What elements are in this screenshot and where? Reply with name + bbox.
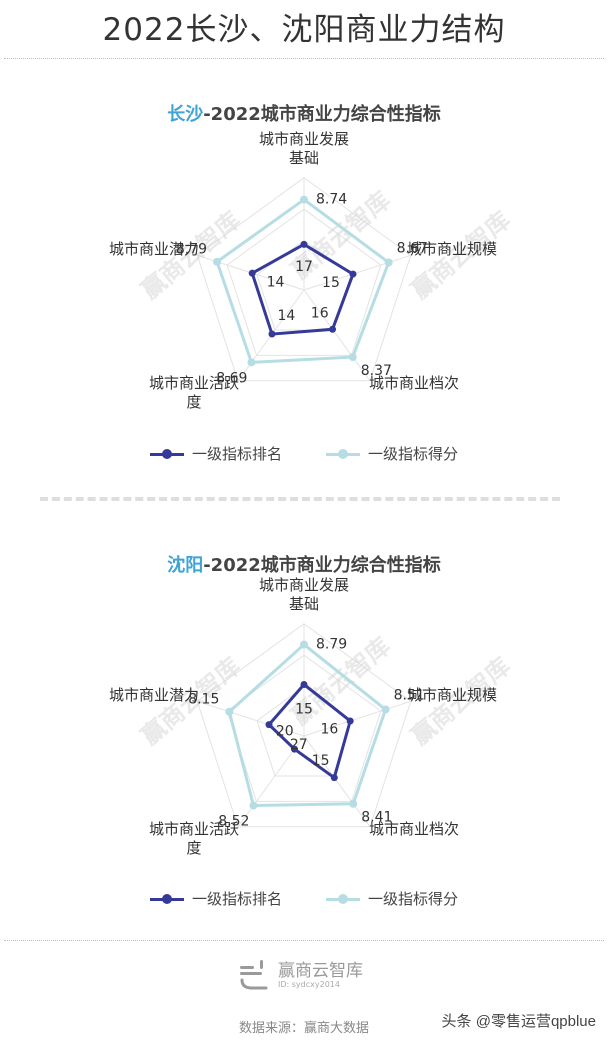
indicator-label-1: 城市商业规模 xyxy=(407,686,497,704)
score-point-1 xyxy=(384,258,393,267)
score-value-label-1: 8.51 xyxy=(394,687,425,703)
chart-title-text: -2022城市商业力综合性指标 xyxy=(203,555,441,576)
section-divider xyxy=(40,497,560,501)
radar-axis-2 xyxy=(303,289,371,382)
indicator-label-2: 城市商业档次 xyxy=(369,374,459,392)
legend-swatch-score xyxy=(326,892,360,906)
indicator-label-3: 度 xyxy=(186,839,201,857)
legend-label-score: 一级指标得分 xyxy=(368,445,459,463)
indicator-label-0: 城市商业发展 xyxy=(259,130,349,148)
legend-label-score: 一级指标得分 xyxy=(368,890,459,908)
data-source: 数据来源：赢商大数据 xyxy=(238,1021,369,1036)
legend-swatch-rank xyxy=(149,447,184,461)
score-value-label-4: 8.15 xyxy=(188,692,219,708)
rank-point-1 xyxy=(349,270,357,278)
score-value-label-2: 8.37 xyxy=(361,363,392,379)
score-value-label-2: 8.41 xyxy=(361,810,392,826)
legend-swatch-rank xyxy=(149,892,184,906)
rank-series-line xyxy=(250,242,355,336)
score-value-label-0: 8.74 xyxy=(316,192,347,208)
brand-logo-id: ID: sydcxy2014 xyxy=(278,980,340,989)
rank-point-2 xyxy=(329,325,337,333)
indicator-label-1: 城市商业规模 xyxy=(407,240,497,258)
rank-value-label-0: 17 xyxy=(295,259,313,275)
score-value-label-4: 8.79 xyxy=(176,242,207,258)
brand-logo-icon xyxy=(240,960,268,990)
chart-title-shenyang: 沈阳-2022城市商业力综合性指标 xyxy=(0,551,608,577)
brand-logo: 赢商云智库 ID: sydcxy2014 xyxy=(236,956,386,996)
indicator-label-3: 城市商业活跃 xyxy=(149,820,239,838)
score-point-4 xyxy=(225,707,234,716)
rank-point-1 xyxy=(346,717,354,725)
legend-changsha: 一级指标排名 一级指标得分 xyxy=(0,443,608,464)
radar-grid-ring-0 xyxy=(196,177,412,382)
rank-value-label-0: 15 xyxy=(295,702,313,718)
indicator-label-4: 城市商业潜力 xyxy=(109,240,199,258)
bottom-divider xyxy=(4,940,604,941)
radar-axis-1 xyxy=(303,254,411,291)
rank-point-4 xyxy=(265,721,273,729)
rank-value-label-2: 16 xyxy=(311,306,329,322)
chart-title-text: -2022城市商业力综合性指标 xyxy=(203,104,441,125)
legend-item-score[interactable]: 一级指标得分 xyxy=(326,888,458,909)
legend-item-rank[interactable]: 一级指标排名 xyxy=(149,888,282,909)
rank-point-3 xyxy=(290,745,298,753)
radar-grid-ring-1 xyxy=(226,208,382,356)
top-divider xyxy=(4,58,604,59)
chart-title-changsha: 长沙-2022城市商业力综合性指标 xyxy=(0,100,608,126)
score-point-4 xyxy=(213,257,222,266)
rank-series-line xyxy=(266,682,352,781)
rank-point-4 xyxy=(248,269,256,277)
radar-axis-1 xyxy=(303,700,411,737)
legend-item-score[interactable]: 一级指标得分 xyxy=(326,443,458,464)
indicator-label-3: 城市商业活跃 xyxy=(149,374,239,392)
legend-label-rank: 一级指标排名 xyxy=(191,445,282,463)
score-point-0 xyxy=(300,195,308,204)
score-point-2 xyxy=(349,799,358,808)
score-value-label-3: 8.52 xyxy=(218,814,249,830)
score-value-label-1: 8.67 xyxy=(397,240,428,256)
rank-value-label-3: 14 xyxy=(277,308,295,324)
radar-axis-4 xyxy=(197,700,305,737)
rank-value-label-4: 14 xyxy=(267,275,285,291)
rank-value-label-1: 16 xyxy=(320,722,338,738)
chart-title-city: 沈阳 xyxy=(167,555,204,576)
score-series-line xyxy=(215,197,391,364)
chart-title-city: 长沙 xyxy=(167,104,204,125)
radar-chart-shenyang: 赢商云智库赢商云智库赢商云智库8.798.518.418.528.1515161… xyxy=(109,576,516,857)
brand-logo-name: 赢商云智库 xyxy=(278,961,363,981)
rank-point-0 xyxy=(300,240,308,248)
score-point-0 xyxy=(300,640,308,649)
indicator-label-0: 城市商业发展 xyxy=(259,576,349,594)
legend-item-rank[interactable]: 一级指标排名 xyxy=(149,443,282,464)
legend-label-rank: 一级指标排名 xyxy=(191,890,282,908)
legend-swatch-score xyxy=(326,447,360,461)
score-value-label-3: 8.69 xyxy=(216,370,247,386)
rank-value-label-2: 15 xyxy=(312,753,330,769)
indicator-label-2: 城市商业档次 xyxy=(369,820,459,838)
rank-value-label-3: 27 xyxy=(290,737,308,753)
indicator-label-0: 基础 xyxy=(289,595,319,613)
score-value-label-0: 8.79 xyxy=(316,637,347,653)
toutiao-credit: 头条 @零售运营qpblue xyxy=(441,1013,596,1030)
radar-chart-changsha: 赢商云智库赢商云智库赢商云智库8.748.678.378.698.7917151… xyxy=(109,130,516,411)
indicator-label-3: 度 xyxy=(186,393,201,411)
rank-point-2 xyxy=(330,774,338,782)
score-series-line xyxy=(227,642,388,808)
indicator-label-0: 基础 xyxy=(289,149,319,167)
legend-shenyang: 一级指标排名 一级指标得分 xyxy=(0,888,608,909)
score-point-3 xyxy=(249,801,258,810)
rank-point-0 xyxy=(300,680,308,688)
score-point-3 xyxy=(247,358,256,367)
page-title: 2022长沙、沈阳商业力结构 xyxy=(102,12,506,48)
radar-grid-ring-0 xyxy=(196,623,412,828)
score-point-1 xyxy=(381,705,390,714)
score-point-2 xyxy=(348,353,357,362)
rank-point-3 xyxy=(268,330,276,338)
rank-value-label-4: 20 xyxy=(276,724,294,740)
indicator-label-4: 城市商业潜力 xyxy=(109,686,199,704)
radar-axis-2 xyxy=(303,735,371,828)
rank-value-label-1: 15 xyxy=(322,275,340,291)
